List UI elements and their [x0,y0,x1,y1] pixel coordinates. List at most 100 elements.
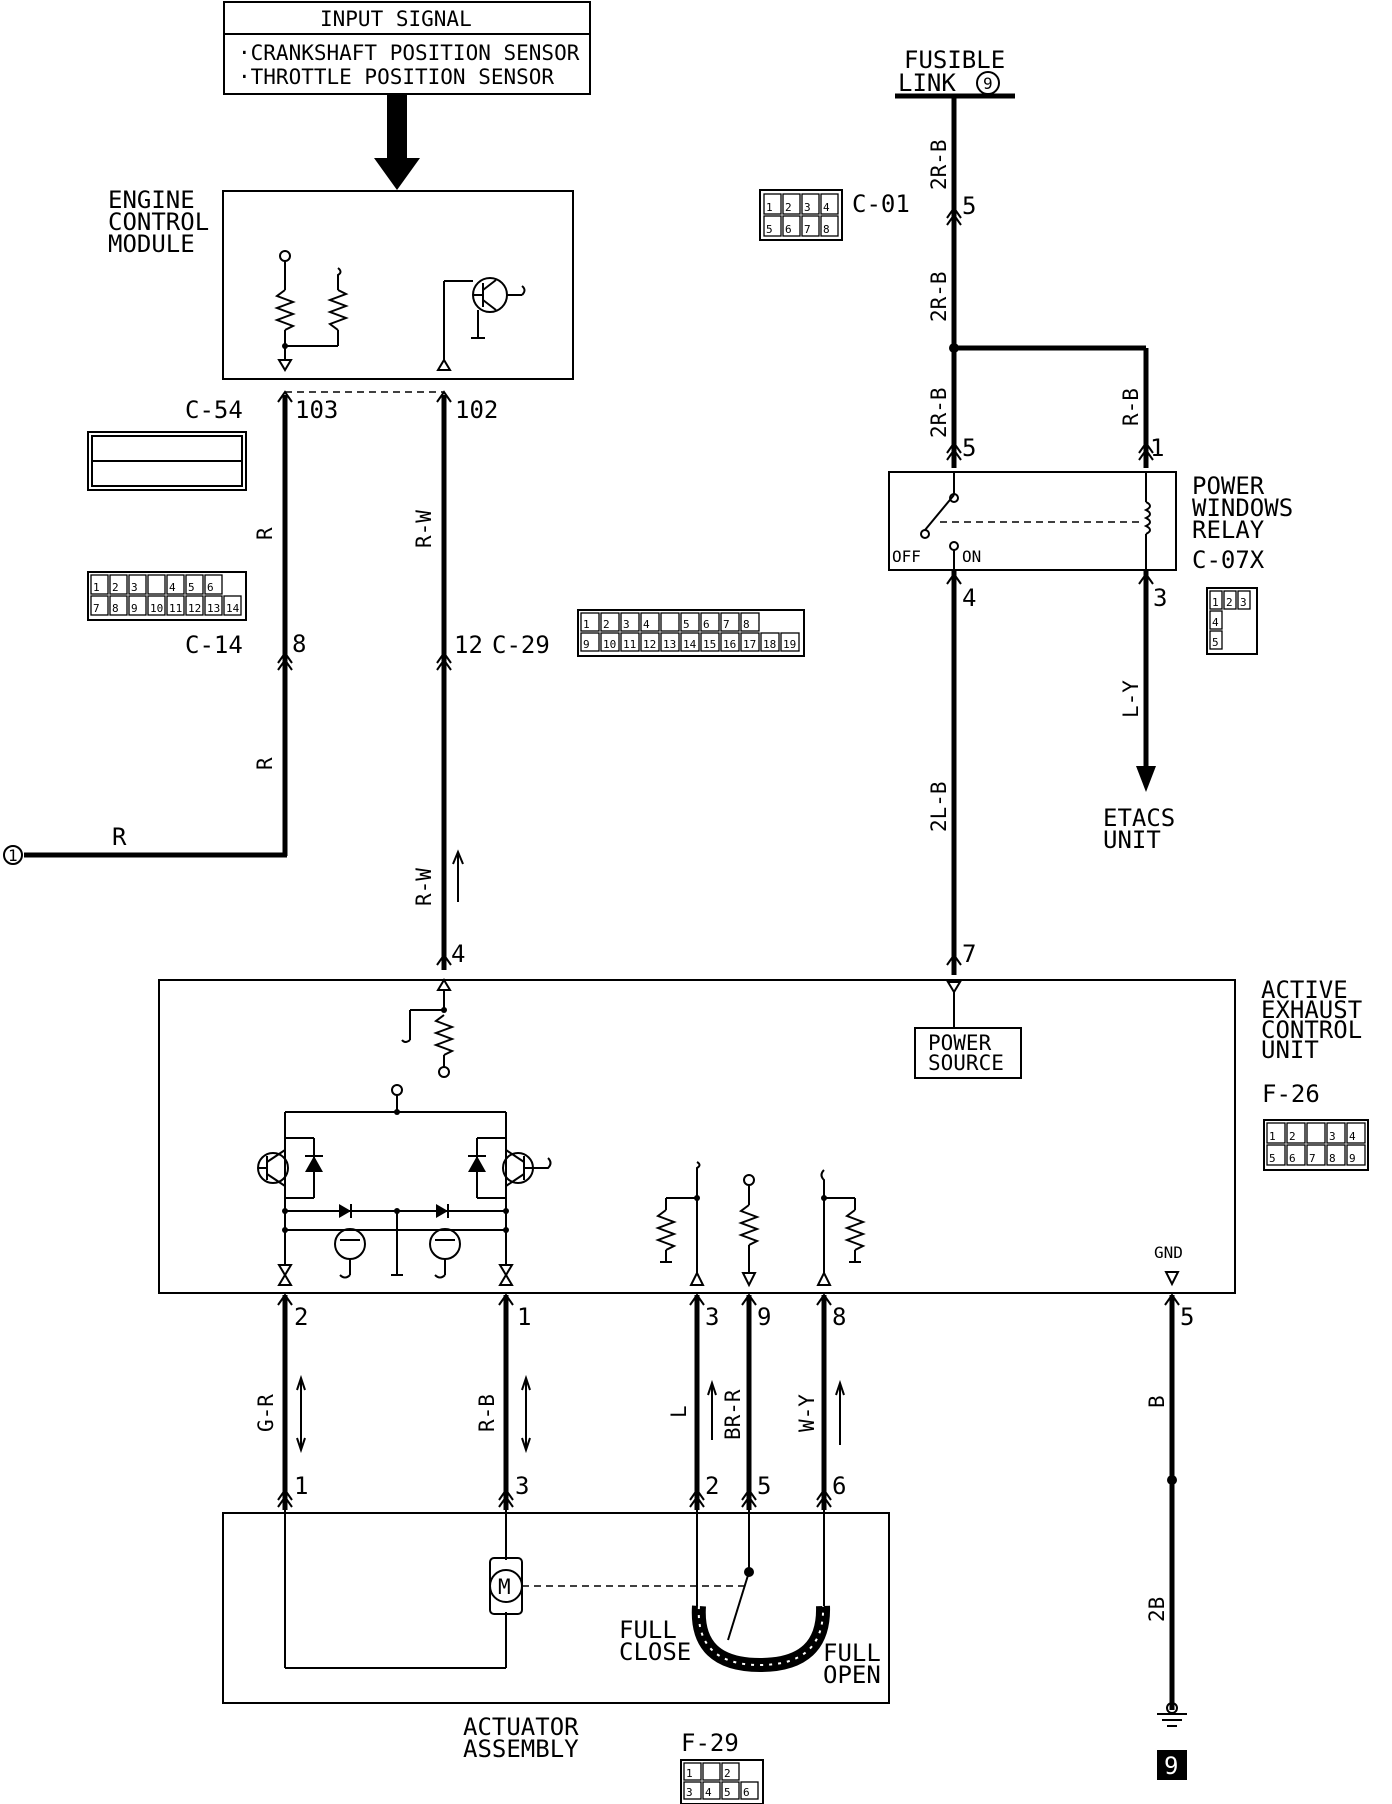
f26-pin-cell [1286,1122,1306,1144]
f29-pin-number: 2 [724,1767,731,1780]
wire-2b-label: 2B [1145,1597,1169,1622]
f29-pin-cell [683,1781,702,1800]
wire-2lb-label: 2L-B [927,781,951,832]
wire-2rb-label-1: 2R-B [927,139,951,190]
f26-pin-cell [1326,1144,1346,1166]
c29-pin-cell [620,612,640,632]
c29-pin-cell [660,632,680,652]
relay-label-1: POWER [1192,472,1265,500]
wire-r-w: R-W 12 C-29 R-W 4 [412,390,550,970]
c29-pin-number: 6 [703,618,710,631]
c29-pin-number: 1 [583,618,590,631]
full-open-label-2: OPEN [823,1661,881,1689]
pin-act-1: 1 [294,1472,308,1500]
f26-pin-number: 5 [1269,1152,1276,1165]
power-windows-relay: OFF ON POWER WINDOWS RELAY C-07X [888,471,1293,574]
wire-2l-b: 4 2L-B 7 [927,570,976,975]
wire-r-b: 1 R-B 3 [475,1293,531,1510]
c01-pin-cell [801,215,820,237]
c29-pin-number: 13 [663,638,676,651]
c29-pin-number: 11 [623,638,636,651]
c01-pin-cell [782,215,801,237]
pin-aecu-2: 2 [294,1303,308,1331]
wire-2r-b: 5 2R-B 2R-B 2R-B R-B 5 1 [927,96,1164,468]
etacs-label-2: UNIT [1103,826,1161,854]
pin-act-3: 3 [515,1472,529,1500]
c29-pin-cell [580,612,600,632]
pin-102: 102 [455,396,498,424]
c01-pin-number: 8 [823,223,830,236]
wire-l: 3 L 2 [667,1293,719,1510]
f29-pin-number: 6 [743,1786,750,1799]
pin-103: 103 [295,396,338,424]
c14-pin-cell [90,595,109,616]
ecm-label-1: ENGINE [108,186,195,214]
c29-pin-number: 12 [643,638,656,651]
motor-label: M [498,1575,511,1599]
c14-pin-cell [147,595,166,616]
c14-pin-number: 2 [112,581,119,594]
full-close-label-1: FULL [619,1616,677,1644]
aecu-label-2: EXHAUST [1261,996,1362,1024]
c07x-pin-number: 2 [1226,596,1233,609]
wire-rw-label-2: R-W [412,868,436,906]
f26-pin-number: 3 [1329,1130,1336,1143]
motor-icon: M [489,1557,523,1615]
svg-text:1: 1 [8,846,18,865]
c29-pin-number: 15 [703,638,716,651]
c29-pin-number: 7 [723,618,730,631]
engine-control-module: ENGINE CONTROL MODULE [108,186,574,393]
c29-pin-cell [780,632,800,652]
f26-pin-cell [1306,1122,1326,1144]
c01-pin-number: 2 [785,201,792,214]
c29-pin-number: 18 [763,638,776,651]
c14-pin-cell [128,574,147,595]
pin-relay-4: 4 [962,584,976,612]
c29-pin-number: 3 [623,618,630,631]
c07x-pin-cell [1209,590,1223,610]
c29-pin-cell [700,612,720,632]
ground-icon [1157,1702,1187,1727]
full-close-label-2: CLOSE [619,1638,691,1666]
c14-pin-cell [204,574,223,595]
c29-pin-cell [720,612,740,632]
c29-label: C-29 [492,631,550,659]
wire-l-label: L [667,1405,691,1418]
f26-pin-number: 2 [1289,1130,1296,1143]
c01-pin-cell [763,193,782,215]
c29-pin-number: 16 [723,638,736,651]
connector-c54: C-54 [87,396,247,491]
c14-pin-cell [185,595,204,616]
f26-pin-cell [1306,1144,1326,1166]
actuator-label-1: ACTUATOR [463,1713,579,1741]
f29-pin-cell [702,1781,721,1800]
c14-pin-cell [166,595,185,616]
f29-pin-number: 1 [686,1767,693,1780]
etacs-label-1: ETACS [1103,804,1175,832]
c29-pin-cell [640,612,660,632]
f26-pin-cell [1266,1122,1286,1144]
power-source-label-1: POWER [928,1031,992,1055]
c14-pin-number: 13 [207,602,220,615]
c29-pin-number: 19 [783,638,796,651]
c14-pin-cell [204,595,223,616]
aecu-sensor-resistors-icon [655,1161,866,1288]
c29-pin-cell [740,632,760,652]
pin-aecu-5: 5 [1180,1303,1194,1331]
c29-pin-number: 5 [683,618,690,631]
etacs-unit: ETACS UNIT [1103,804,1175,854]
c14-pin-number: 14 [226,602,240,615]
relay-label-3: RELAY [1192,516,1265,544]
c54-label: C-54 [185,396,243,424]
f29-pin-number: 5 [724,1786,731,1799]
c01-pin-cell [782,193,801,215]
pin-aecu-9: 9 [757,1303,771,1331]
c14-pin-cell [109,574,128,595]
c07x-pin-number: 1 [1212,596,1219,609]
c29-pin-cell [740,612,760,632]
